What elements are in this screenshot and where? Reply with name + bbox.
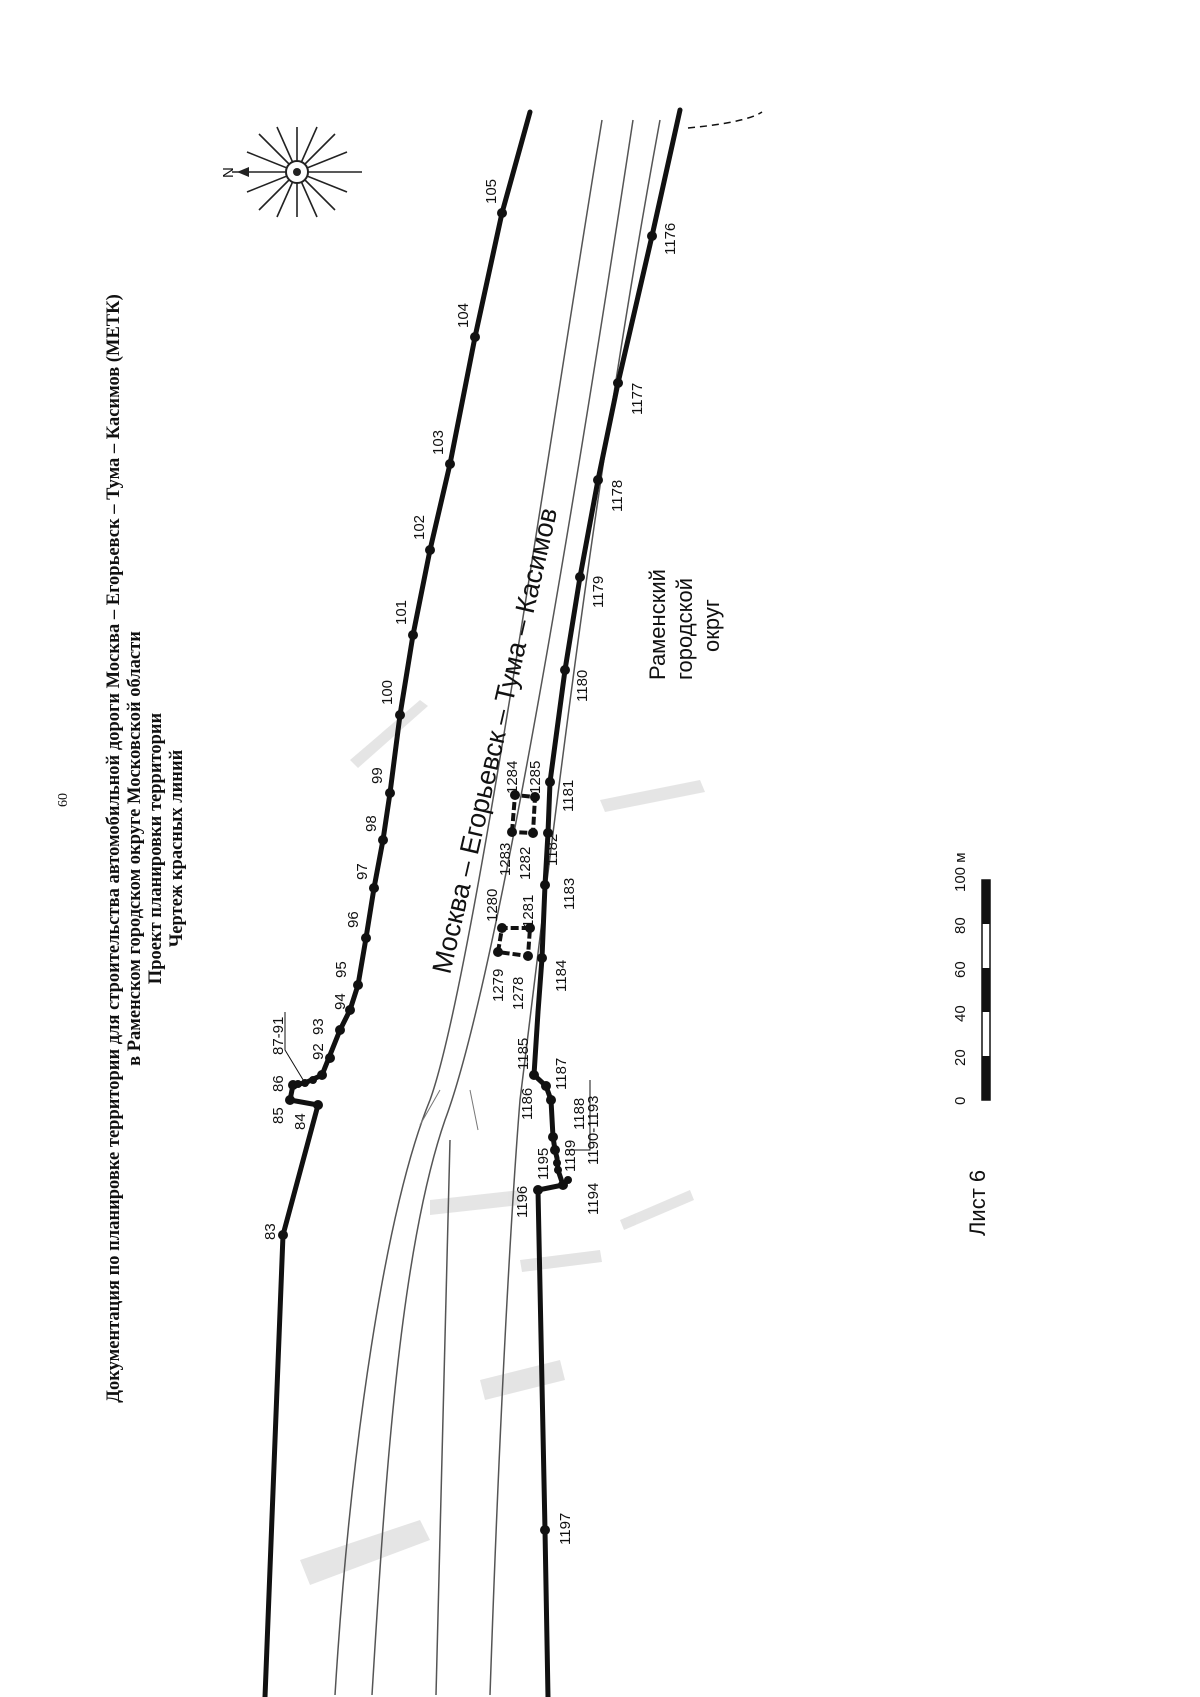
vertices-north xyxy=(278,208,507,1240)
point-label: 1280 xyxy=(484,889,501,922)
district-line-2: городской xyxy=(672,578,697,680)
parcel-vertices xyxy=(493,790,540,961)
point-label: 87-91 xyxy=(270,1017,287,1055)
point-label: 1196 xyxy=(514,1186,531,1218)
north-label: N xyxy=(220,167,237,178)
point-label: 1181 xyxy=(560,780,577,812)
point-label: 1194 xyxy=(585,1183,602,1215)
scale-label: 20 xyxy=(952,1049,969,1066)
district-line-1: Раменский xyxy=(645,569,670,680)
point-label: 1184 xyxy=(553,960,570,992)
point-label: 1185 xyxy=(515,1038,532,1070)
scale-bar: 0 20 40 60 80 100 м xyxy=(952,852,991,1105)
compass-rose-icon xyxy=(232,126,362,218)
point-label: 1176 xyxy=(662,223,679,255)
vertices-south xyxy=(529,231,657,1535)
point-label: 100 xyxy=(379,680,396,705)
leader-lines xyxy=(284,1012,591,1151)
point-label: 84 xyxy=(292,1113,309,1130)
point-label: 102 xyxy=(411,515,428,540)
point-label: 92 xyxy=(310,1043,327,1060)
red-line-south xyxy=(531,107,683,1697)
parcel-1278-1281 xyxy=(495,926,533,959)
point-label: 1278 xyxy=(510,977,527,1010)
point-label: 1182 xyxy=(544,834,561,866)
scale-label: 40 xyxy=(952,1005,969,1022)
point-label: 98 xyxy=(363,815,380,832)
point-label: 1180 xyxy=(574,670,591,702)
point-label: 1178 xyxy=(609,480,626,512)
point-label: 1190-1193 xyxy=(585,1095,602,1165)
point-label: 105 xyxy=(483,179,500,204)
point-label: 96 xyxy=(345,911,362,928)
point-label: 1279 xyxy=(490,969,507,1002)
point-label: 95 xyxy=(333,961,350,978)
point-labels-south: 1176 1177 1178 1179 1180 1181 1182 1183 … xyxy=(484,223,679,1545)
point-label: 83 xyxy=(262,1223,279,1240)
district-label: Раменский городской округ xyxy=(645,569,724,680)
point-label: 1195 xyxy=(535,1148,552,1180)
point-label: 94 xyxy=(332,993,349,1010)
point-label: 85 xyxy=(270,1107,287,1124)
boundary-dashed xyxy=(687,111,763,129)
point-label: 1282 xyxy=(517,847,534,880)
scale-label: 0 xyxy=(952,1097,969,1105)
point-label: 1186 xyxy=(519,1088,536,1120)
point-label: 103 xyxy=(430,430,447,455)
road-lane-lines xyxy=(419,1089,479,1131)
point-label: 1177 xyxy=(629,383,646,415)
scale-label: 100 м xyxy=(952,852,969,892)
point-label: 1285 xyxy=(527,761,544,794)
point-labels-north: 83 84 85 86 87-91 92 93 94 95 96 97 98 9… xyxy=(262,179,500,1240)
point-label: 104 xyxy=(455,303,472,328)
point-label: 86 xyxy=(270,1075,287,1092)
point-label: 101 xyxy=(393,600,410,625)
point-label: 1188 xyxy=(571,1098,588,1130)
point-label: 1281 xyxy=(520,895,537,928)
point-label: 1197 xyxy=(557,1513,574,1545)
district-line-3: округ xyxy=(699,599,724,652)
point-label: 1183 xyxy=(561,878,578,910)
scan-noise xyxy=(300,700,705,1585)
scale-label: 60 xyxy=(952,961,969,978)
point-label: 97 xyxy=(354,863,371,880)
point-label: 93 xyxy=(310,1018,327,1035)
point-label: 1179 xyxy=(590,576,607,608)
point-label: 99 xyxy=(369,767,386,784)
sheet-label: Лист 6 xyxy=(965,1170,990,1236)
point-label: 1189 xyxy=(562,1140,579,1172)
point-label: 1187 xyxy=(553,1058,570,1090)
point-label: 1283 xyxy=(497,843,514,876)
scale-label: 80 xyxy=(952,917,969,934)
point-label: 1284 xyxy=(504,761,521,794)
